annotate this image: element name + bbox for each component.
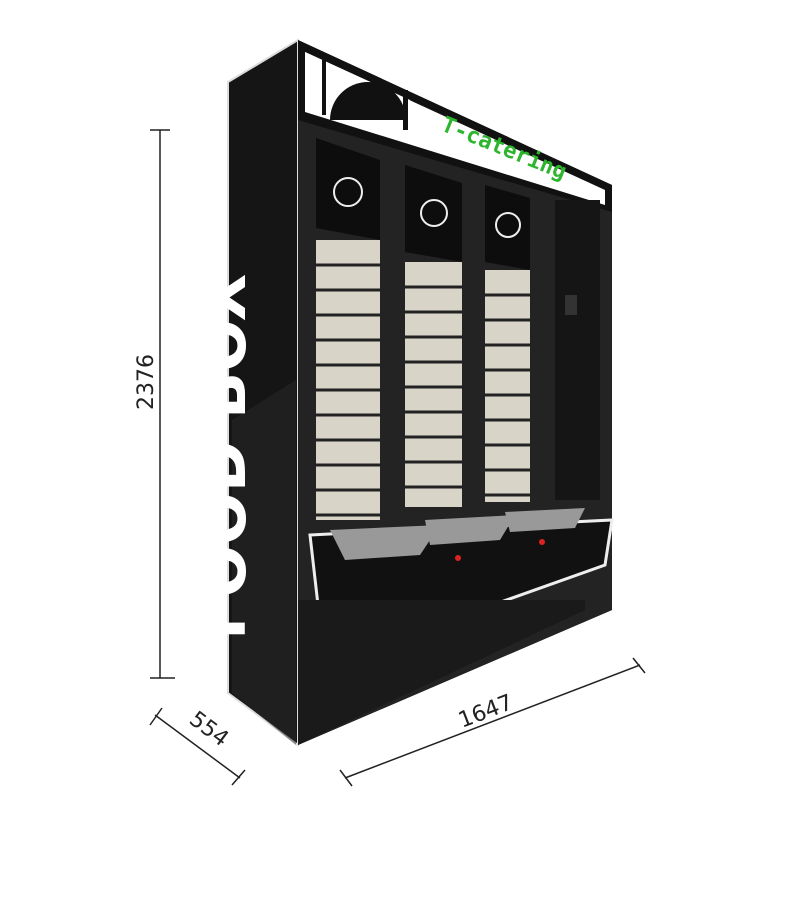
side-text: FOOD BOX — [187, 274, 260, 640]
depth-label: 554 — [184, 707, 233, 752]
payment-panel — [555, 200, 600, 500]
height-label: 2376 — [134, 354, 159, 410]
fork-logo-icon — [322, 60, 326, 115]
plate-pig-icon — [333, 177, 363, 207]
column-1 — [316, 138, 380, 520]
column-3 — [485, 185, 530, 502]
side-panel: FOOD BOX — [187, 38, 299, 747]
plate-chicken-icon — [420, 199, 448, 227]
height-dimension — [150, 129, 175, 679]
knife-logo-icon — [403, 90, 408, 130]
plate-logo-icon — [330, 82, 406, 120]
pickup-tray — [298, 508, 614, 745]
width-label: 1647 — [455, 690, 516, 733]
card-reader-icon — [565, 295, 577, 315]
depth-dimension — [149, 707, 246, 786]
width-dimension — [339, 657, 646, 787]
plate-fish-icon — [495, 212, 521, 238]
column-2 — [405, 165, 462, 507]
product-columns — [316, 138, 600, 520]
